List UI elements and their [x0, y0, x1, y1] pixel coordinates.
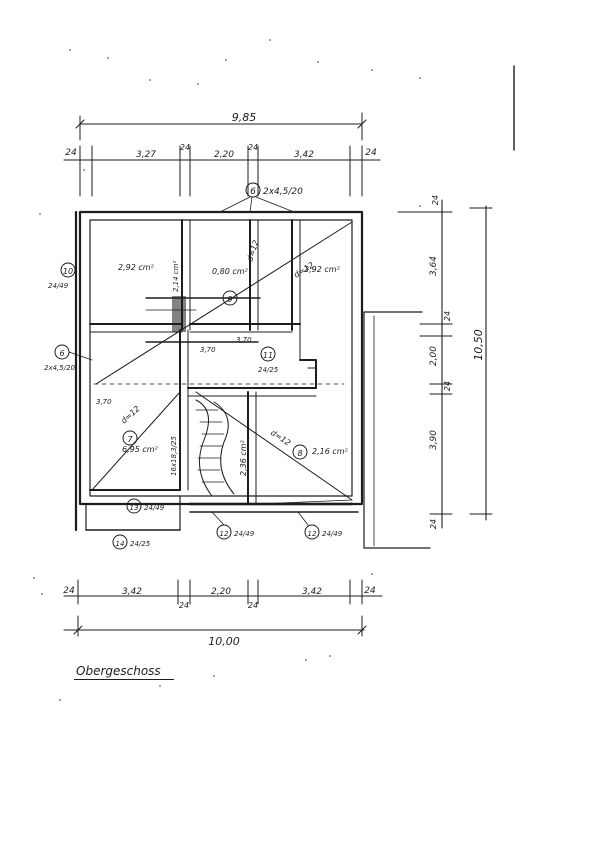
- right-segment-1: 24: [431, 195, 440, 205]
- drawing-caption: Obergeschoss: [76, 664, 161, 678]
- right-segment-2: 3,64: [429, 256, 439, 276]
- callout-11: 11 24/25: [258, 346, 279, 374]
- room-area-1: 2,92 cm²: [118, 263, 155, 272]
- callout-note: 24/25: [130, 540, 151, 548]
- room-area-7: 2,14 cm²: [172, 261, 180, 292]
- callout-12-right: 12 24/49: [297, 511, 343, 540]
- callout-6-left: 6 2x4,5/20: [44, 344, 93, 372]
- callout-number: 13: [130, 504, 139, 512]
- callout-6-top: 6 2x4,5/20: [219, 182, 303, 213]
- bottom-segment-6: 3,42: [302, 587, 322, 597]
- callout-note: 24/25: [258, 366, 279, 374]
- right-total-dimension: 10,50: [472, 329, 485, 361]
- bottom-segment-1: 24: [63, 586, 75, 596]
- room-area-2: 0,80 cm²: [212, 267, 249, 276]
- small-label-3: 3,70: [236, 336, 252, 344]
- callout-number: 14: [116, 540, 125, 548]
- outer-boundary-lines: [363, 65, 515, 549]
- scan-speckles: [33, 39, 421, 701]
- small-label-2: 3,70: [96, 398, 112, 406]
- callout-7: 7: [122, 430, 138, 446]
- top-segment-4: 2,20: [214, 150, 234, 160]
- wall-layout: [74, 210, 364, 532]
- callout-note: 24/49: [48, 282, 69, 290]
- right-segment-5: 24: [443, 381, 452, 391]
- right-segment-7: 24: [429, 519, 438, 529]
- bottom-segment-5: 24: [248, 601, 258, 610]
- bottom-dimension-chain: 24 3,42 24 2,20 24 3,42 24 10,00: [63, 579, 383, 648]
- top-segment-7: 24: [365, 148, 377, 158]
- right-segment-4: 2,00: [429, 346, 439, 366]
- callout-note: 2x4,5/20: [44, 364, 76, 372]
- right-dimension-chain: 24 3,64 24 2,00 24 3,90 24 10,50: [397, 195, 493, 529]
- top-segment-1: 24: [65, 148, 77, 158]
- bottom-total-dimension: 10,00: [208, 635, 240, 648]
- bottom-segment-2: 3,42: [122, 587, 142, 597]
- bottom-segment-4: 2,20: [211, 587, 231, 597]
- callout-number: 8: [297, 449, 302, 458]
- right-segment-3: 24: [443, 311, 452, 321]
- caption-underline: [74, 679, 174, 680]
- top-segment-2: 3,27: [136, 150, 156, 160]
- callout-12-left: 12 24/49: [211, 511, 255, 540]
- callout-13: 13 24/49: [126, 498, 165, 514]
- callout-number: 10: [63, 267, 73, 276]
- callout-9: 9: [222, 290, 238, 306]
- callout-8: 8: [292, 444, 308, 460]
- callout-number: 6: [59, 349, 64, 358]
- callout-number: 6: [250, 187, 256, 197]
- stair-label: 16x18,3/25: [170, 436, 178, 476]
- callout-number: 12: [308, 530, 317, 538]
- top-segment-6: 3,42: [294, 150, 314, 160]
- bottom-segment-3: 24: [179, 601, 189, 610]
- small-labels: 3,70 3,70 16x18,3/25 3,70: [96, 336, 252, 476]
- right-segment-6: 3,90: [429, 430, 439, 450]
- callout-number: 7: [127, 435, 133, 444]
- small-label-1: 3,70: [200, 346, 216, 354]
- callout-number: 12: [220, 530, 229, 538]
- top-segment-5: 24: [248, 143, 258, 152]
- room-area-3: 2,92 cm²: [304, 265, 341, 274]
- top-total-dimension: 9,85: [232, 111, 257, 124]
- callout-14: 14 24/25: [112, 534, 151, 550]
- diagonal-label-2: d=12: [119, 404, 141, 425]
- room-area-labels: 2,92 cm² 0,80 cm² 2,92 cm² 6,95 cm² 2,36…: [118, 261, 349, 476]
- room-area-4: 6,95 cm²: [122, 445, 159, 454]
- room-area-6: 2,16 cm²: [312, 447, 349, 456]
- top-segment-3: 24: [180, 143, 190, 152]
- bottom-segment-7: 24: [364, 586, 376, 596]
- room-area-5: 2,36 cm²: [239, 439, 248, 476]
- callout-note: 24/49: [234, 530, 255, 538]
- callout-note: 2x4,5/20: [263, 187, 303, 197]
- callout-note: 24/49: [144, 504, 165, 512]
- callout-note: 24/49: [322, 530, 343, 538]
- callout-number: 11: [263, 351, 273, 360]
- top-dimension-chain: 9,85 24 3,27 24 2,20 24 3,42 24: [63, 111, 381, 197]
- callout-10: 10 24/49: [48, 262, 76, 290]
- callout-number: 9: [227, 295, 232, 304]
